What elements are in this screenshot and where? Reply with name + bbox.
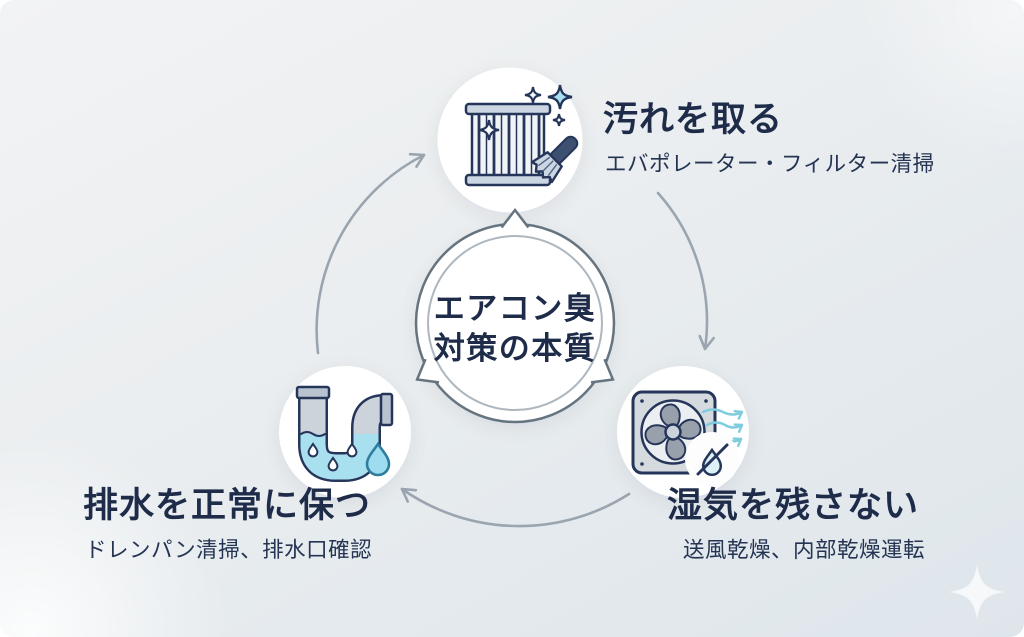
brush-icon [530, 135, 579, 184]
node-label-remove-dirt: 汚れを取る エバポレーター・フィルター清掃 [603, 100, 935, 176]
fan-airflow-icon [631, 390, 744, 486]
center-badge [414, 207, 616, 424]
center-title-line2: 対策の本質 [433, 331, 597, 366]
cycle-arrows [315, 152, 715, 528]
node-subtitle-remove-dirt: エバポレーター・フィルター清掃 [605, 151, 935, 176]
node-title-keep-drain: 排水を正常に保つ [83, 486, 372, 525]
node-title-no-moisture: 湿気を残さない [667, 486, 920, 525]
sparkle-icon [949, 564, 1005, 620]
badge-spike-bottom-right [590, 358, 615, 384]
center-title-line1: エアコン臭 [433, 291, 597, 326]
cycle-arrow-right-down [656, 191, 715, 351]
cycle-arrow-left-up [315, 152, 426, 355]
node-subtitle-keep-drain: ドレンパン清掃、排水口確認 [85, 537, 373, 562]
node-label-no-moisture: 湿気を残さない 送風乾燥、内部乾燥運転 [667, 486, 926, 562]
node-subtitle-no-moisture: 送風乾燥、内部乾燥運転 [683, 537, 926, 562]
node-title-remove-dirt: 汚れを取る [603, 100, 784, 139]
badge-spike-bottom-left [415, 358, 440, 384]
badge-spike-top [500, 207, 530, 229]
filter-brush-icon [464, 85, 579, 187]
node-label-keep-drain: 排水を正常に保つ ドレンパン清掃、排水口確認 [83, 486, 373, 562]
drain-pipe-icon [295, 385, 394, 482]
pipe-water [300, 434, 379, 480]
center-label: エアコン臭 対策の本質 [395, 289, 635, 369]
cycle-arrow-bottom-left [400, 487, 631, 528]
no-moisture-drop-icon [696, 443, 729, 477]
